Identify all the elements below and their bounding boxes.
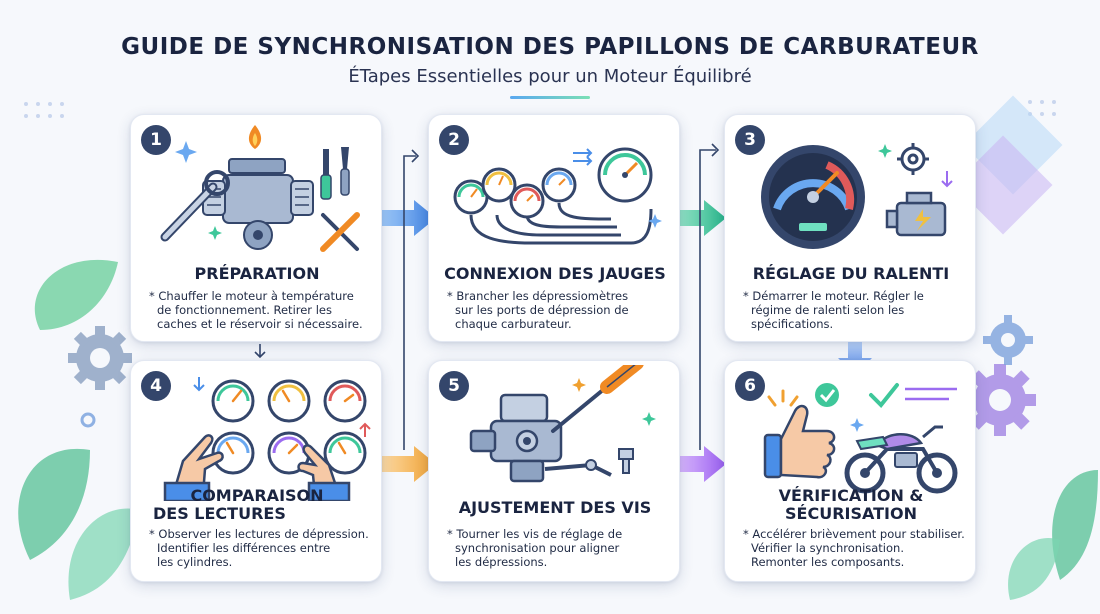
step-description: * Démarrer le moteur. Régler le régime d… bbox=[743, 289, 924, 331]
step-title: AJUSTEMENT DES VIS bbox=[458, 498, 652, 517]
step-card-2: 2 C bbox=[428, 114, 680, 342]
step-number-badge: 5 bbox=[439, 371, 469, 401]
carburetor-screwdriver-illustration bbox=[469, 365, 656, 483]
arrow-4-to-5 bbox=[376, 446, 436, 482]
page-title: GUIDE DE SYNCHRONISATION DES PAPILLONS D… bbox=[121, 34, 979, 60]
page-subtitle: ÉTapes Essentielles pour un Moteur Équil… bbox=[348, 66, 752, 87]
arrow-2-to-3 bbox=[670, 200, 726, 236]
step-description: * Accélérer brièvement pour stabiliser. … bbox=[743, 527, 965, 569]
step-card-5: 5 AJUSTEMENT DES VIS * Tourner les vis d… bbox=[428, 360, 680, 582]
step-card-1: 1 PRÉPARATION * Chauffer le moteur à tem… bbox=[130, 114, 382, 342]
arrow-5-to-6 bbox=[670, 446, 726, 482]
step-number-badge: 3 bbox=[735, 125, 765, 155]
step-description: * Observer les lectures de dépression. I… bbox=[149, 527, 369, 569]
step-number-badge: 1 bbox=[141, 125, 171, 155]
step-number-badge: 4 bbox=[141, 371, 171, 401]
step-title: PRÉPARATION bbox=[194, 264, 320, 283]
step-title: RÉGLAGE DU RALENTI bbox=[752, 264, 950, 283]
arrow-3-to-6 bbox=[838, 342, 872, 376]
step-description: * Brancher les dépressiomètres sur les p… bbox=[447, 289, 629, 331]
step-description: * Chauffer le moteur à température de fo… bbox=[149, 289, 363, 331]
tachometer-illustration bbox=[761, 143, 953, 249]
step-description: * Tourner les vis de réglage de synchron… bbox=[447, 527, 623, 569]
step-title: CONNEXION DES JAUGES bbox=[444, 264, 666, 283]
vacuum-gauges-illustration bbox=[453, 147, 662, 245]
step-title: COMPARAISON DES LECTURES bbox=[153, 486, 324, 523]
step-number-badge: 6 bbox=[735, 371, 765, 401]
step-card-6: 6 VÉRIFICATION & SÉCURISATION * Accélére… bbox=[724, 360, 976, 582]
subtitle-underline bbox=[510, 96, 590, 99]
step-title: VÉRIFICATION & SÉCURISATION bbox=[778, 486, 924, 523]
thumbs-up-motorcycle-illustration bbox=[763, 383, 958, 494]
arrow-1-to-2 bbox=[376, 200, 436, 236]
step-card-3: 3 RÉGLAGE DU RALENTI * Démarrer le moteu… bbox=[724, 114, 976, 342]
gauge-comparison-illustration bbox=[163, 377, 371, 501]
step-card-4: 4 COMPARAISON DES LECTURES * Observer bbox=[130, 360, 382, 582]
engine-tools-illustration bbox=[160, 125, 360, 252]
step-number-badge: 2 bbox=[439, 125, 469, 155]
